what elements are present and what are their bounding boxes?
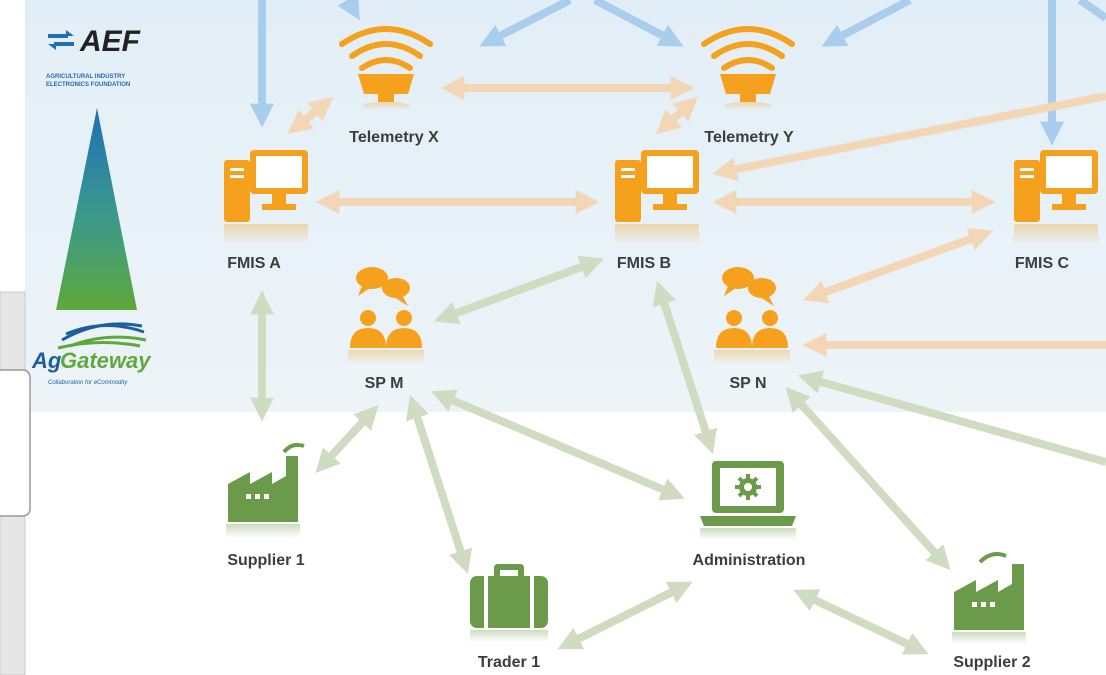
factory-icon: [954, 552, 1024, 630]
fmis-a-label: FMIS A: [227, 255, 281, 272]
fmis-b-label: FMIS B: [617, 255, 671, 272]
computer-icon: [1014, 150, 1098, 222]
aef-logo: AEF AGRICULTURAL INDUSTRY ELECTRONICS FO…: [46, 25, 141, 88]
aef-arrows-icon: [48, 30, 74, 50]
trader-1-node: Trader 1: [470, 564, 548, 671]
supplier-2-label: Supplier 2: [953, 654, 1030, 671]
aef-title: AEF: [79, 25, 141, 58]
supplier-2-node: Supplier 2: [952, 552, 1031, 671]
antenna-icon: [701, 26, 795, 71]
computer-icon: [224, 150, 308, 222]
hierarchy-triangle: [56, 108, 137, 310]
computer-icon: [615, 150, 699, 222]
aggateway-ag: Ag: [31, 348, 62, 373]
sp-m-label: SP M: [365, 375, 404, 392]
orange-arrows: [287, 76, 1106, 357]
supplier-1-node: Supplier 1: [226, 442, 305, 569]
aggateway-logo: Ag Gateway Collaboration for eCommodity: [31, 322, 152, 386]
fmis-a-node: FMIS A: [224, 150, 308, 272]
fmis-c-label: FMIS C: [1015, 255, 1070, 272]
blue-arrows: [250, 0, 1106, 146]
telemetry-x-node: Telemetry X: [339, 26, 439, 146]
aef-subtitle-line2: ELECTRONICS FOUNDATION: [46, 82, 130, 88]
people-chat-icon: [350, 267, 422, 348]
aggateway-gateway: Gateway: [60, 348, 152, 373]
aggateway-tagline: Collaboration for eCommodity: [48, 380, 128, 386]
supplier-1-label: Supplier 1: [227, 552, 304, 569]
factory-icon: [228, 442, 305, 522]
side-panel-tab[interactable]: [0, 369, 31, 517]
sp-m-node: SP M: [348, 267, 424, 392]
antenna-icon: [339, 26, 433, 71]
fmis-c-node: FMIS C: [1014, 150, 1098, 272]
trader-1-label: Trader 1: [478, 654, 540, 671]
telemetry-y-node: Telemetry Y: [701, 26, 795, 146]
telemetry-y-label: Telemetry Y: [704, 129, 794, 146]
sp-n-node: SP N: [714, 267, 790, 392]
people-chat-icon: [716, 267, 788, 348]
laptop-settings-icon: [700, 461, 796, 526]
green-arrows: [250, 255, 1106, 655]
aef-subtitle-line1: AGRICULTURAL INDUSTRY: [46, 74, 125, 80]
administration-label: Administration: [693, 552, 806, 569]
sp-n-label: SP N: [729, 375, 766, 392]
briefcase-icon: [470, 564, 548, 628]
telemetry-x-label: Telemetry X: [349, 129, 439, 146]
administration-node: Administration: [693, 461, 806, 569]
fmis-b-node: FMIS B: [615, 150, 699, 272]
aggateway-wave-icon: [57, 322, 147, 350]
